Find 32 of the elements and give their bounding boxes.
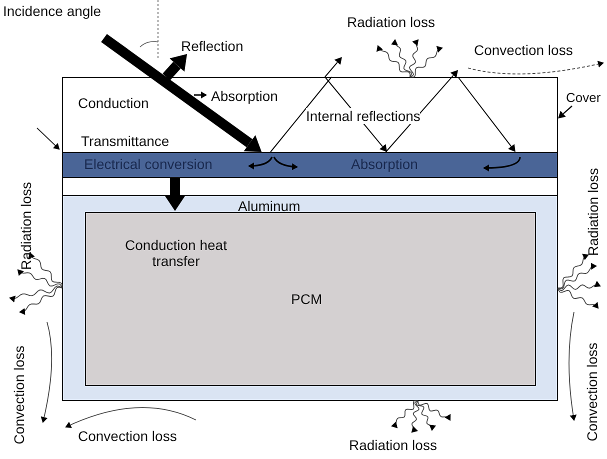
- aluminum-container: [62, 195, 558, 401]
- process-label: Absorption: [351, 156, 418, 172]
- light-ray: [324, 76, 388, 152]
- light-ray: [270, 76, 332, 152]
- layer-label: PCM: [291, 291, 322, 307]
- loss-label: Convection loss: [474, 42, 573, 58]
- cover-label: Cover: [566, 90, 601, 106]
- light-ray: [324, 56, 342, 78]
- loss-label: Radiation loss: [347, 14, 435, 30]
- vertical-label: Convection loss: [11, 346, 27, 444]
- layer-label: Conduction: [78, 95, 149, 111]
- pcm-block: [85, 212, 536, 386]
- light-ray: [385, 70, 458, 152]
- solar-cell-layer: [62, 152, 558, 178]
- process-label: Absorption: [211, 88, 278, 104]
- thick-arrow: [162, 54, 188, 80]
- vertical-label: Radiation loss: [18, 182, 34, 270]
- process-label: Transmittance: [81, 133, 170, 149]
- process-label: Internal reflections: [306, 108, 420, 124]
- loss-label: Incidence angle: [3, 3, 102, 19]
- vertical-label: Convection loss: [584, 342, 600, 442]
- light-ray: [458, 76, 516, 152]
- vertical-label: Radiation loss: [585, 168, 601, 256]
- loss-label: Radiation loss: [349, 437, 437, 453]
- reflection-label: Reflection: [181, 38, 244, 54]
- loss-label: Convection loss: [78, 428, 177, 444]
- layer-label: Aluminum: [238, 198, 300, 214]
- leader-line: [558, 106, 572, 118]
- thick-arrow: [101, 34, 262, 152]
- process-label: Conduction heat transfer: [124, 237, 228, 269]
- process-label: Electrical conversion: [84, 156, 212, 172]
- thick-arrow: [165, 178, 185, 211]
